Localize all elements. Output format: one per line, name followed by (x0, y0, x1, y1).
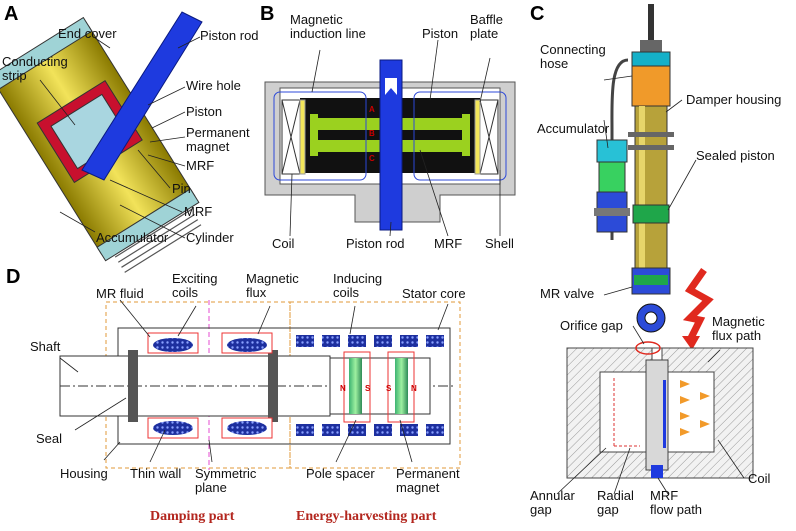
pole-n-1: N (340, 384, 346, 393)
inducing-coil-group (296, 335, 444, 436)
marker-a: A (369, 105, 375, 114)
label-line: Magnetic (290, 12, 343, 27)
label-line: Permanent (186, 125, 250, 140)
label-line: Inducing (333, 271, 382, 286)
label-wire-hole: Wire hole (186, 78, 241, 93)
label-line: gap (597, 502, 619, 517)
label-cylinder: Cylinder (186, 230, 234, 245)
label-line: flux path (712, 328, 761, 343)
label-line: Symmetric (195, 466, 257, 481)
label-line: coils (172, 285, 199, 300)
label-shell: Shell (485, 236, 514, 251)
panel-d: D (6, 266, 466, 524)
marker-b: B (369, 129, 375, 138)
label-line: Connecting (540, 42, 606, 57)
label-piston-b: Piston (422, 26, 458, 41)
label-line: MRF (650, 488, 678, 503)
exciting-coil-group (147, 332, 273, 439)
panel-d-letter: D (6, 266, 20, 288)
label-stator-core: Stator core (402, 286, 466, 301)
label-line: gap (530, 502, 552, 517)
label-coil-b: Coil (272, 236, 295, 251)
label-mrf-a1: MRF (186, 158, 214, 173)
label-piston-a: Piston (186, 104, 222, 119)
label-mr-fluid: MR fluid (96, 286, 144, 301)
label-line: Permanent (396, 466, 460, 481)
label-line: coils (333, 285, 360, 300)
label-line: Conducting (2, 54, 68, 69)
panel-c: C (530, 3, 781, 517)
pole-n-2: N (411, 384, 417, 393)
marker-c: C (369, 154, 375, 163)
label-piston-rod-a: Piston rod (200, 28, 259, 43)
label-line: Magnetic (712, 314, 765, 329)
label-damping-part: Damping part (150, 509, 235, 524)
label-line: Annular (530, 488, 575, 503)
label-orifice-gap: Orifice gap (560, 318, 623, 333)
label-line: flow path (650, 502, 702, 517)
label-line: hose (540, 56, 568, 71)
label-shaft: Shaft (30, 339, 61, 354)
damper-cylinder-drawing (0, 16, 202, 273)
label-line: Exciting (172, 271, 218, 286)
label-line: flux (246, 285, 267, 300)
label-line: strip (2, 68, 27, 83)
panel-c-letter: C (530, 3, 544, 25)
label-coil-c: Coil (748, 471, 771, 486)
label-sealed-piston: Sealed piston (696, 148, 775, 163)
label-piston-rod-b: Piston rod (346, 236, 405, 251)
label-accumulator-c: Accumulator (537, 121, 610, 136)
label-mrf-b: MRF (434, 236, 462, 251)
label-pin: Pin (172, 181, 191, 196)
label-mrf-a2: MRF (184, 204, 212, 219)
panel-a-letter: A (4, 3, 18, 25)
label-thin-wall: Thin wall (130, 466, 181, 481)
label-end-cover: End cover (58, 26, 117, 41)
label-line: Magnetic (246, 271, 299, 286)
label-energy-harvesting-part: Energy-harvesting part (296, 509, 437, 524)
label-seal: Seal (36, 431, 62, 446)
panel-b-letter: B (260, 3, 274, 25)
label-housing: Housing (60, 466, 108, 481)
label-accumulator-a: Accumulator (96, 230, 169, 245)
label-line: magnet (186, 139, 230, 154)
label-line: magnet (396, 480, 440, 495)
label-line: induction line (290, 26, 366, 41)
label-mr-valve: MR valve (540, 286, 594, 301)
label-line: plane (195, 480, 227, 495)
pole-s-2: S (386, 384, 392, 393)
label-line: Radial (597, 488, 634, 503)
pole-s-1: S (365, 384, 371, 393)
label-damper-housing: Damper housing (686, 92, 781, 107)
label-pole-spacer: Pole spacer (306, 466, 375, 481)
label-line: plate (470, 26, 498, 41)
label-line: Baffle (470, 12, 503, 27)
